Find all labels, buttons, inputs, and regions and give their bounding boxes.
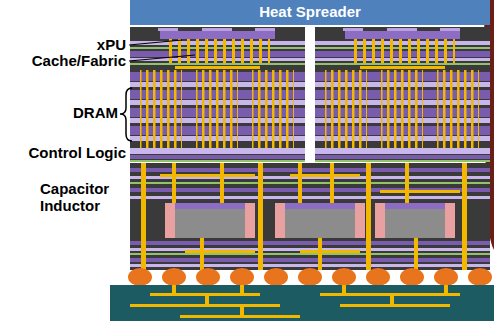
part-label: Capacitor Inductor bbox=[40, 180, 124, 215]
part-label: Cache/Fabric bbox=[32, 52, 126, 69]
part-label: Control Logic bbox=[29, 144, 127, 161]
part-label: xPU bbox=[97, 36, 126, 53]
part-label: DRAM bbox=[73, 104, 118, 121]
band-title: Heat Spreader bbox=[259, 4, 361, 21]
heat-spreader-band: Heat Spreader bbox=[130, 0, 490, 25]
